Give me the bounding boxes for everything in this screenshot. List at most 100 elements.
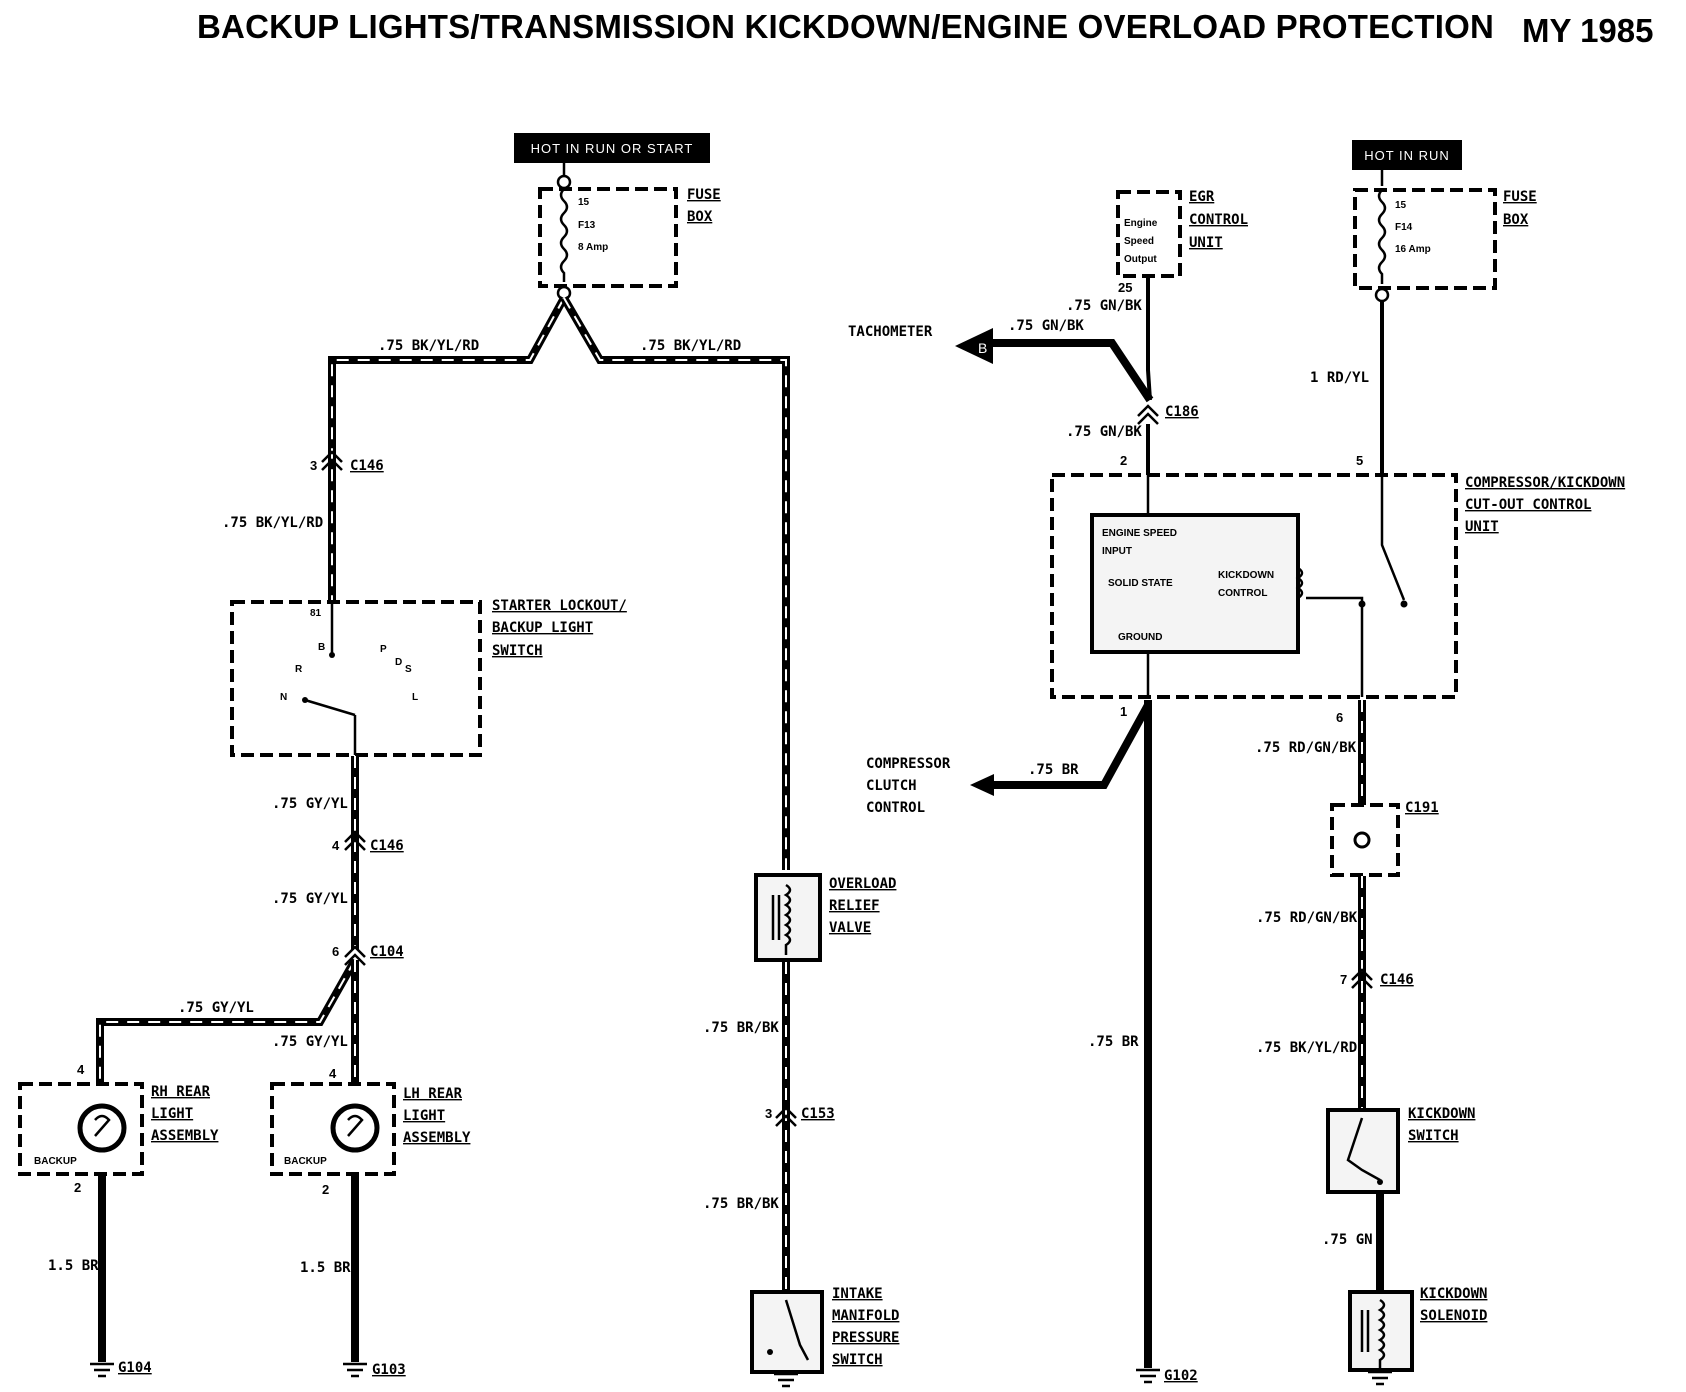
- svg-text:KICKDOWN: KICKDOWN: [1218, 570, 1274, 581]
- svg-text:F13: F13: [578, 220, 596, 231]
- svg-text:C146: C146: [350, 458, 384, 474]
- svg-text:C146: C146: [370, 838, 404, 854]
- svg-text:BACKUP: BACKUP: [34, 1156, 77, 1167]
- svg-text:UNIT: UNIT: [1465, 519, 1499, 535]
- svg-text:.75 RD/GN/BK: .75 RD/GN/BK: [1255, 740, 1357, 756]
- terminal-icon: [1374, 287, 1390, 303]
- svg-text:INPUT: INPUT: [1102, 546, 1132, 557]
- svg-text:F14: F14: [1395, 222, 1413, 233]
- wire-fuse-left-b: [560, 295, 790, 870]
- ground-g103-icon: G103: [343, 1362, 406, 1378]
- svg-text:Output: Output: [1124, 254, 1157, 265]
- svg-text:GROUND: GROUND: [1118, 632, 1162, 643]
- svg-text:2: 2: [322, 1182, 329, 1197]
- kickdown-solenoid: [1348, 1290, 1414, 1386]
- egr-unit-label: EGR: [1189, 189, 1215, 205]
- svg-text:ASSEMBLY: ASSEMBLY: [403, 1130, 471, 1146]
- svg-text:.75 GN/BK: .75 GN/BK: [1066, 298, 1142, 314]
- svg-text:RELIEF: RELIEF: [829, 898, 880, 914]
- lh-rear-light-assembly: 4 BACKUP 2: [270, 1066, 396, 1197]
- tachometer-label: TACHOMETER: [848, 324, 933, 340]
- svg-text:N: N: [280, 692, 287, 703]
- ground-g104-icon: G104: [90, 1360, 152, 1378]
- svg-text:HOT IN RUN: HOT IN RUN: [1364, 148, 1450, 163]
- svg-text:.75 GN: .75 GN: [1322, 1232, 1373, 1248]
- svg-text:ASSEMBLY: ASSEMBLY: [151, 1128, 219, 1144]
- svg-text:CONTROL: CONTROL: [1218, 588, 1267, 599]
- kickdown-switch-label: KICKDOWN: [1408, 1106, 1475, 1122]
- svg-text:B: B: [978, 340, 987, 356]
- svg-text:BACKUP LIGHT: BACKUP LIGHT: [492, 620, 593, 636]
- svg-text:3: 3: [310, 458, 317, 473]
- starter-lockout-switch: 81 B P R N D S L: [230, 600, 482, 757]
- hot-in-run-or-start-tag: HOT IN RUN OR START: [514, 133, 710, 163]
- fuse-box-right: 15 F14 16 Amp: [1353, 188, 1497, 290]
- connector-c104: 6 C104: [332, 944, 404, 966]
- svg-text:G104: G104: [118, 1360, 152, 1376]
- svg-text:15: 15: [1395, 200, 1407, 211]
- svg-text:1.5 BR: 1.5 BR: [48, 1258, 99, 1274]
- svg-text:6: 6: [332, 944, 339, 959]
- connector-c146-pin3: 3 C146: [310, 450, 384, 474]
- svg-text:R: R: [295, 664, 303, 675]
- svg-text:4: 4: [332, 838, 340, 853]
- overload-valve-label: OVERLOAD: [829, 876, 896, 892]
- svg-text:1.5 BR: 1.5 BR: [300, 1260, 351, 1276]
- connector-c146-pin7: 7 C146: [1340, 968, 1414, 989]
- svg-text:CONTROL: CONTROL: [866, 800, 925, 816]
- svg-text:.75 BK/YL/RD: .75 BK/YL/RD: [222, 515, 323, 531]
- svg-text:.75 BR/BK: .75 BR/BK: [703, 1196, 779, 1212]
- compressor-unit-label: COMPRESSOR/KICKDOWN: [1465, 475, 1625, 491]
- terminal-icon: [556, 174, 572, 190]
- svg-text:CUT-OUT CONTROL: CUT-OUT CONTROL: [1465, 497, 1591, 513]
- svg-text:.75 RD/GN/BK: .75 RD/GN/BK: [1256, 910, 1358, 926]
- svg-text:4: 4: [329, 1066, 337, 1081]
- svg-text:SWITCH: SWITCH: [492, 643, 543, 659]
- starter-switch-label: STARTER LOCKOUT/: [492, 598, 627, 614]
- svg-text:CONTROL: CONTROL: [1189, 212, 1248, 228]
- svg-text:.75 GY/YL: .75 GY/YL: [272, 796, 348, 812]
- svg-text:PRESSURE: PRESSURE: [832, 1330, 899, 1346]
- tachometer-connector: B: [955, 328, 993, 364]
- svg-text:ENGINE SPEED: ENGINE SPEED: [1102, 528, 1177, 539]
- svg-text:2: 2: [74, 1180, 81, 1195]
- svg-text:SOLID STATE: SOLID STATE: [1108, 578, 1173, 589]
- svg-text:SOLENOID: SOLENOID: [1420, 1308, 1487, 1324]
- connector-c191: C191: [1330, 800, 1439, 877]
- svg-text:7: 7: [1340, 972, 1347, 987]
- svg-text:CLUTCH: CLUTCH: [866, 778, 917, 794]
- svg-text:.75 GN/BK: .75 GN/BK: [1008, 318, 1084, 334]
- svg-text:L: L: [412, 692, 418, 703]
- svg-text:25: 25: [1118, 280, 1132, 295]
- svg-text:1 RD/YL: 1 RD/YL: [1310, 370, 1369, 386]
- kickdown-switch: [1326, 1108, 1400, 1194]
- svg-text:.75 BR: .75 BR: [1088, 1034, 1139, 1050]
- svg-text:1: 1: [1120, 704, 1127, 719]
- svg-text:C186: C186: [1165, 404, 1199, 420]
- svg-text:.75 GN/BK: .75 GN/BK: [1066, 424, 1142, 440]
- svg-text:.75 BK/YL/RD: .75 BK/YL/RD: [1256, 1040, 1357, 1056]
- model-year: MY 1985: [1522, 12, 1654, 49]
- lh-rear-light-label: LH REAR: [403, 1086, 463, 1102]
- svg-text:.75 BR/BK: .75 BR/BK: [703, 1020, 779, 1036]
- svg-text:.75 GY/YL: .75 GY/YL: [272, 891, 348, 907]
- wire-compressor-clutch: [990, 703, 1152, 789]
- compressor-clutch-label: COMPRESSOR: [866, 756, 951, 772]
- wire-egr-out: [1146, 278, 1152, 401]
- hot-in-run-tag: HOT IN RUN: [1352, 140, 1462, 170]
- svg-text:VALVE: VALVE: [829, 920, 871, 936]
- svg-text:Speed: Speed: [1124, 236, 1154, 247]
- svg-text:C191: C191: [1405, 800, 1439, 816]
- connector-c153: 3 C153: [765, 1106, 835, 1127]
- svg-text:16 Amp: 16 Amp: [1395, 244, 1431, 255]
- svg-text:.75 BK/YL/RD: .75 BK/YL/RD: [378, 338, 479, 354]
- svg-text:SWITCH: SWITCH: [1408, 1128, 1459, 1144]
- connector-c146-pin4: 4 C146: [332, 830, 404, 854]
- svg-text:2: 2: [1120, 453, 1127, 468]
- svg-text:Engine: Engine: [1124, 218, 1158, 229]
- wire-tachometer: [990, 339, 1154, 403]
- svg-text:HOT IN RUN OR START: HOT IN RUN OR START: [531, 141, 694, 156]
- svg-text:P: P: [380, 644, 387, 655]
- rh-rear-light-assembly: 4 BACKUP 2: [18, 1062, 144, 1195]
- svg-text:LIGHT: LIGHT: [151, 1106, 193, 1122]
